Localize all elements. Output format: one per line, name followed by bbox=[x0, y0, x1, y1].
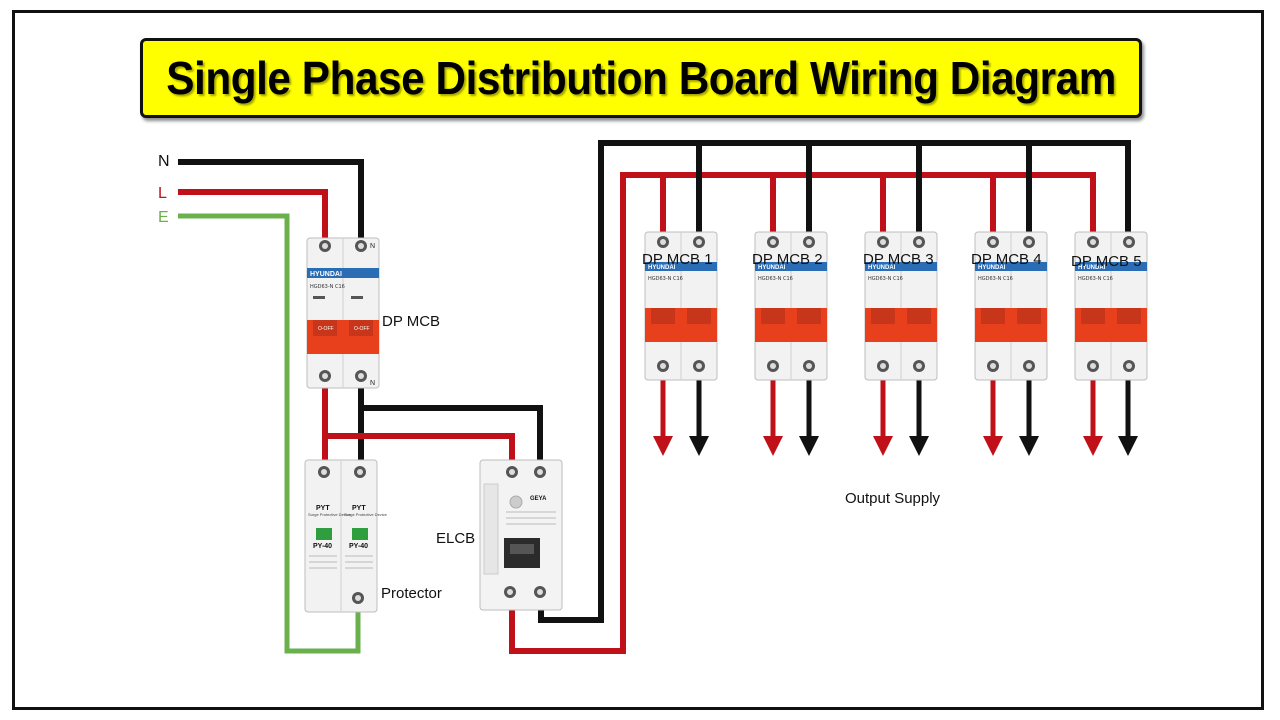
diagram-frame bbox=[12, 10, 1264, 710]
svg-text:O-OFF: O-OFF bbox=[318, 326, 334, 332]
output-mcb-2: HYUNDAI HGD63-N C16 bbox=[754, 231, 828, 381]
live-input-wire bbox=[178, 189, 328, 244]
label-output-mcb-5: DP MCB 5 bbox=[1071, 253, 1142, 270]
label-earth: E bbox=[158, 209, 169, 226]
output-mcb-4: HYUNDAI HGD63-N C16 bbox=[974, 231, 1048, 381]
elcb: GEYA bbox=[479, 459, 563, 611]
surge-protector: PYT PYT Surge Protective Device Surge Pr… bbox=[304, 459, 388, 613]
label-protector: Protector bbox=[381, 585, 442, 602]
svg-text:O-OFF: O-OFF bbox=[354, 326, 370, 332]
live-bus-wire bbox=[509, 172, 1096, 654]
title-banner: Single Phase Distribution Board Wiring D… bbox=[140, 38, 1142, 118]
svg-text:HYUNDAI: HYUNDAI bbox=[978, 265, 1006, 271]
svg-text:HGD63-N C16: HGD63-N C16 bbox=[978, 276, 1013, 282]
svg-text:HYUNDAI: HYUNDAI bbox=[310, 271, 342, 278]
label-output-supply: Output Supply bbox=[845, 490, 941, 507]
svg-text:HGD63-N C16: HGD63-N C16 bbox=[758, 276, 793, 282]
svg-text:PYT: PYT bbox=[316, 505, 330, 512]
label-output-mcb-4: DP MCB 4 bbox=[971, 251, 1042, 268]
svg-text:HYUNDAI: HYUNDAI bbox=[1078, 265, 1106, 271]
earth-wire bbox=[178, 213, 361, 654]
svg-text:PYT: PYT bbox=[352, 505, 366, 512]
svg-text:HYUNDAI: HYUNDAI bbox=[648, 265, 676, 271]
output-mcb-5: HYUNDAI HGD63-N C16 bbox=[1074, 231, 1148, 381]
neutral-bus-wire bbox=[538, 140, 1131, 623]
output-mcb-1: HYUNDAI HGD63-N C16 bbox=[644, 231, 718, 381]
svg-text:HGD63-N C16: HGD63-N C16 bbox=[648, 276, 683, 282]
svg-text:HGD63-N C16: HGD63-N C16 bbox=[868, 276, 903, 282]
label-output-mcb-2: DP MCB 2 bbox=[752, 251, 823, 268]
svg-text:PY-40: PY-40 bbox=[313, 543, 332, 550]
label-main-dp-mcb: DP MCB bbox=[382, 313, 440, 330]
main-mcb-output-wires bbox=[322, 380, 543, 470]
output-arrows bbox=[653, 372, 1138, 456]
svg-text:PY-40: PY-40 bbox=[349, 543, 368, 550]
svg-text:Surge Protective Device: Surge Protective Device bbox=[308, 512, 352, 517]
svg-text:HYUNDAI: HYUNDAI bbox=[758, 265, 786, 271]
label-elcb: ELCB bbox=[436, 530, 475, 547]
svg-text:HYUNDAI: HYUNDAI bbox=[868, 265, 896, 271]
svg-text:HGD63-N C16: HGD63-N C16 bbox=[1078, 276, 1113, 282]
label-output-mcb-3: DP MCB 3 bbox=[863, 251, 934, 268]
neutral-to-elcb bbox=[361, 405, 543, 470]
svg-text:Surge Protective Device: Surge Protective Device bbox=[344, 512, 388, 517]
svg-text:GEYA: GEYA bbox=[530, 496, 547, 502]
label-output-mcb-1: DP MCB 1 bbox=[642, 251, 713, 268]
neutral-input-wire bbox=[178, 159, 364, 244]
label-neutral: N bbox=[158, 153, 170, 170]
live-to-elcb bbox=[325, 433, 515, 470]
main-dp-mcb: N HYUNDAI HGD63-N C16 O-OFF O-OFF N bbox=[306, 237, 380, 389]
page-title: Single Phase Distribution Board Wiring D… bbox=[166, 52, 1116, 104]
svg-text:HGD63-N C16: HGD63-N C16 bbox=[310, 284, 345, 290]
input-wires bbox=[178, 159, 364, 654]
svg-text:N: N bbox=[370, 243, 375, 250]
label-live: L bbox=[158, 185, 167, 202]
svg-text:N: N bbox=[370, 380, 375, 387]
output-mcb-3: HYUNDAI HGD63-N C16 bbox=[864, 231, 938, 381]
elcb-output-wires bbox=[509, 140, 1131, 654]
